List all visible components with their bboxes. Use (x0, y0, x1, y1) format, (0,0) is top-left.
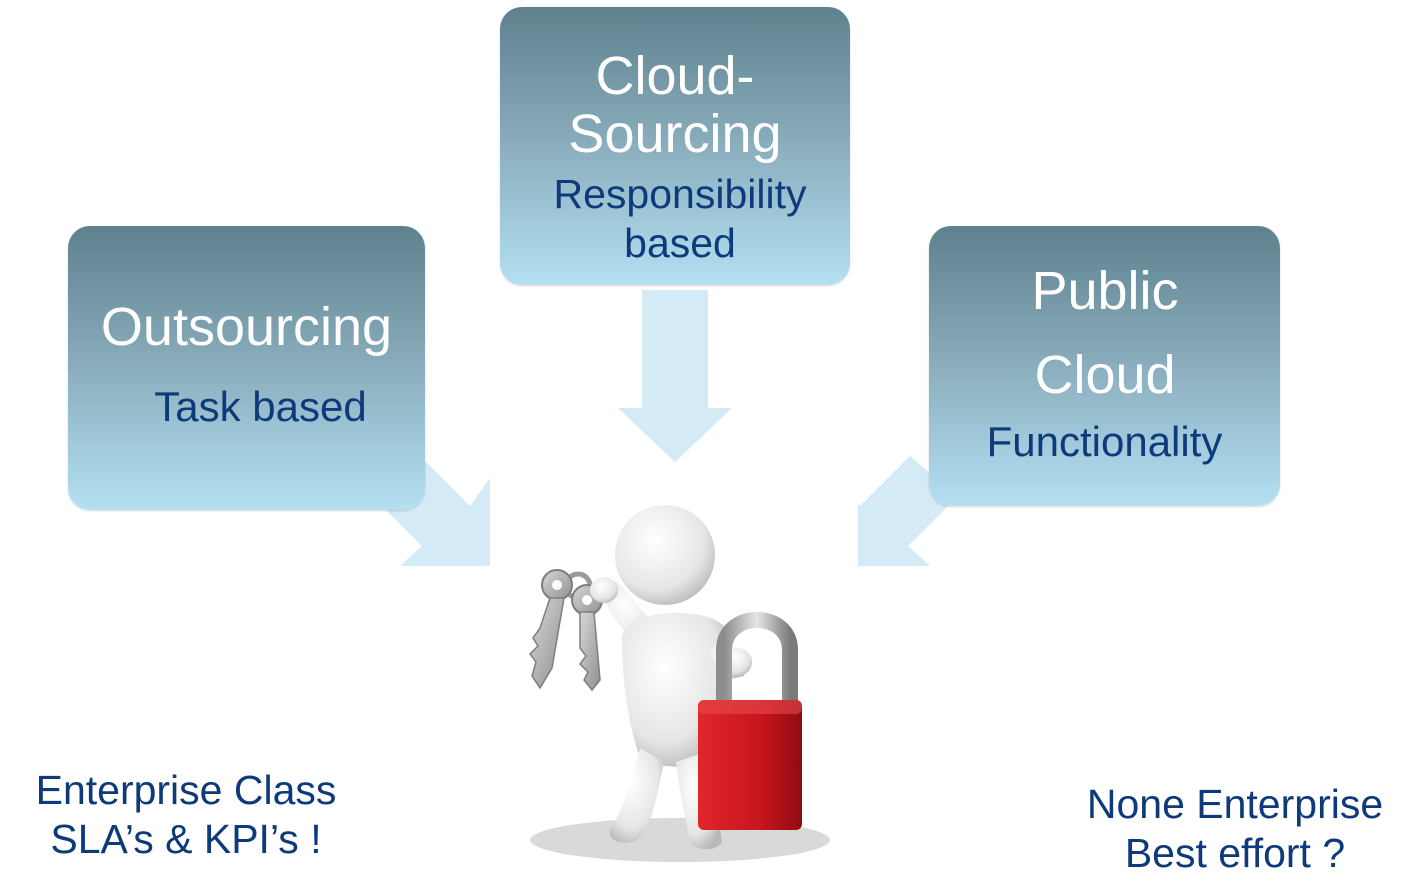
arrow-from-right (840, 456, 958, 566)
keys-icon (529, 569, 603, 692)
outsourcing-title: Outsourcing (100, 297, 393, 357)
enterprise-note-line1: Enterprise Class (35, 767, 337, 813)
padlock-icon (698, 612, 802, 830)
cloud-sourcing-box: Cloud-Sourcing Responsibility based (500, 7, 850, 285)
arrow-down (618, 290, 732, 462)
enterprise-note: Enterprise Class SLA’s & KPI’s ! (6, 766, 366, 864)
public-cloud-subtitle: Functionality (986, 418, 1223, 466)
non-enterprise-note-line2: Best effort ? (1124, 830, 1346, 877)
non-enterprise-note-line1: None Enterprise (1086, 781, 1384, 827)
person-figure (590, 505, 752, 850)
outsourcing-subtitle: Task based (154, 383, 367, 431)
non-enterprise-note: None Enterprise Best effort ? (1050, 780, 1420, 878)
enterprise-note-line2: SLA’s & KPI’s ! (50, 816, 322, 863)
cloud-sourcing-subtitle: Responsibility based (553, 170, 807, 266)
outsourcing-box: Outsourcing Task based (68, 226, 425, 510)
cloud-sourcing-title: Cloud-Sourcing (568, 46, 782, 165)
public-cloud-box: Public Cloud Functionality (929, 226, 1280, 506)
public-cloud-title: Public Cloud (1031, 261, 1179, 405)
